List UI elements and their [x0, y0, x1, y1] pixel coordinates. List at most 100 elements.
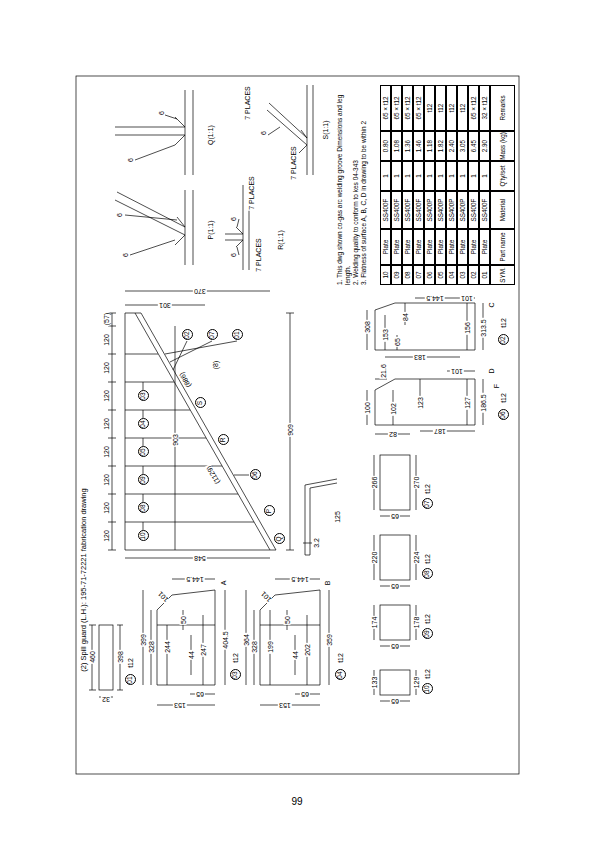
table-text: Plate	[481, 240, 488, 254]
dimension-label: 125	[334, 510, 341, 524]
drawing-stroke	[125, 313, 276, 550]
dimension-label: 7 PLACES	[244, 85, 251, 120]
dimension-label: 50	[284, 615, 291, 625]
callout-number: 01	[125, 675, 136, 686]
table-text: SS400F	[415, 199, 422, 222]
dimension-label: R(1:1)	[277, 229, 284, 250]
table-text: 1.36	[404, 140, 411, 152]
drawing-stroke	[143, 341, 249, 530]
dimension-label: 153	[173, 702, 187, 709]
table-cell: 65 × t12	[413, 85, 424, 131]
drawing-stroke	[380, 670, 410, 695]
table-cell: SS400F	[413, 191, 424, 229]
dimension-label: t12	[500, 392, 507, 404]
dimension-label: 370	[193, 288, 207, 295]
dimension-label: 183	[413, 354, 427, 361]
table-text: 1	[470, 174, 477, 178]
table-cell: 6.45	[468, 131, 479, 161]
table-text: Plate	[415, 240, 422, 254]
table-text: 02	[470, 272, 477, 279]
callout-text: 09	[424, 630, 431, 637]
dimension-label: 153	[382, 328, 389, 342]
table-cell: 1	[468, 161, 479, 191]
dimension-label: 123	[417, 396, 424, 410]
table-cell: Plate	[391, 229, 402, 265]
dimension-label: 44	[188, 650, 195, 660]
table-cell: 1	[435, 161, 446, 191]
dimension-label: 6	[127, 157, 134, 163]
dimension-label: 100	[364, 401, 371, 415]
drawing-stroke	[367, 371, 483, 434]
callout-text: 02	[500, 336, 507, 343]
table-text: 07	[415, 272, 422, 279]
drawing-stroke	[143, 579, 225, 705]
table-cell: t12	[457, 85, 468, 131]
table-text: 05	[437, 272, 444, 279]
table-cell: SS400F	[380, 191, 391, 229]
part-03-view	[143, 579, 225, 705]
callout-number: 02	[498, 335, 509, 346]
table-text: 2.40	[448, 140, 455, 152]
table-text: 1	[481, 174, 488, 178]
drawing-stroke	[303, 479, 337, 555]
sheet-frame	[76, 76, 519, 774]
dimension-label: 101	[460, 295, 474, 302]
dimension-label: 101	[156, 590, 171, 605]
dimension-label: 202	[304, 643, 311, 657]
dimension-label: 50	[180, 615, 187, 625]
dimension-label: 65	[300, 691, 310, 698]
table-cell: SS400F	[391, 191, 402, 229]
dimension-label: (57)	[103, 312, 110, 326]
table-text: 32 × t12	[481, 97, 488, 120]
dimension-label: 65	[390, 643, 400, 650]
table-cell: 0.80	[380, 131, 391, 161]
table-text: Plate	[459, 240, 466, 254]
dimension-label: 247	[200, 643, 207, 657]
callout-number: 07	[422, 499, 433, 510]
table-text: 03	[459, 272, 466, 279]
dimension-label: S(1:1)	[322, 119, 329, 140]
table-text: SS400P	[448, 198, 455, 221]
dimension-label: 244	[164, 640, 171, 654]
callout-text: 08	[424, 570, 431, 577]
table-text: 1	[437, 174, 444, 178]
note-text: 1. This dwg shown co-gas arc welding gro…	[336, 85, 352, 285]
table-cell: 65 × t12	[391, 85, 402, 131]
note-text: 2. Welding quality to conform to kes 04-…	[352, 85, 360, 285]
dimension-label: 328	[148, 640, 155, 654]
table-text: Material	[499, 199, 506, 221]
callout-text: 05	[140, 448, 147, 455]
table-cell: 2.90	[479, 131, 490, 161]
dimension-label: 308	[364, 320, 371, 334]
table-text: 1.08	[393, 140, 400, 152]
dimension-label: 548	[193, 555, 207, 562]
dimension-label: t12	[424, 553, 431, 565]
table-cell: 1.82	[435, 131, 446, 161]
table-cell: SS400P	[457, 191, 468, 229]
dimension-label: 3.2	[313, 537, 320, 549]
table-cell: Plate	[413, 229, 424, 265]
dimension-label: t12	[337, 652, 344, 664]
table-cell: 1	[479, 161, 490, 191]
dimension-label: 6	[158, 110, 165, 116]
table-text: 1	[426, 174, 433, 178]
drawing-stroke	[260, 590, 320, 685]
drawing-stroke	[115, 90, 193, 175]
small-plates	[374, 455, 416, 701]
callout-text: Q	[276, 536, 283, 541]
table-text: Plate	[448, 240, 455, 254]
dimension-label: D	[488, 367, 495, 374]
table-text: Q'ty/set	[499, 165, 506, 186]
table-cell: t12	[435, 85, 446, 131]
dimension-label: 270	[413, 476, 420, 490]
detail-marker: Q	[274, 534, 285, 545]
drawing-stroke	[375, 379, 475, 425]
table-text: SYM.	[499, 267, 506, 282]
table-cell: SS400F	[402, 191, 413, 229]
table-cell: 1	[413, 161, 424, 191]
callout-text: 06	[500, 411, 507, 418]
dimension-label: 144.5	[425, 295, 445, 302]
table-cell: 02	[468, 265, 479, 285]
table-text: SS400F	[382, 199, 389, 222]
drawing-stroke	[380, 535, 410, 580]
